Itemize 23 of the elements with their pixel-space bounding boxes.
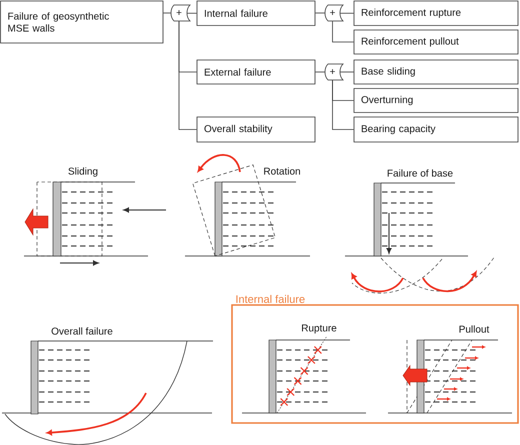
connector-line: [163, 12, 172, 14]
connector-line: [332, 20, 354, 42]
category-box: External failure: [196, 60, 316, 84]
category-box: Reinforcement pullout: [354, 30, 518, 54]
node-label: Internal failure: [236, 294, 305, 304]
panel-title: Overall failure: [52, 327, 112, 335]
panel-title: Rupture: [302, 324, 336, 334]
category-box: Failure of geosynthetic MSE walls: [0, 0, 164, 44]
connector-line: [315, 12, 326, 14]
connector-line: [186, 12, 197, 14]
panel-title: Rotation: [264, 167, 300, 175]
panel-title: Failure of base: [388, 169, 453, 177]
panel-title: Pullout: [460, 325, 490, 333]
category-box: Internal failure: [196, 0, 316, 26]
category-box: Overall stability: [196, 116, 316, 142]
connector-line: [332, 80, 354, 130]
category-box: Reinforcement rupture: [354, 0, 518, 26]
category-box: Base sliding: [354, 60, 518, 84]
connector-line: [340, 12, 354, 14]
panel-title: Sliding: [68, 167, 98, 177]
category-box: Bearing capacity: [354, 116, 518, 142]
category-box: Overturning: [354, 88, 518, 113]
connector-line: [178, 20, 197, 130]
